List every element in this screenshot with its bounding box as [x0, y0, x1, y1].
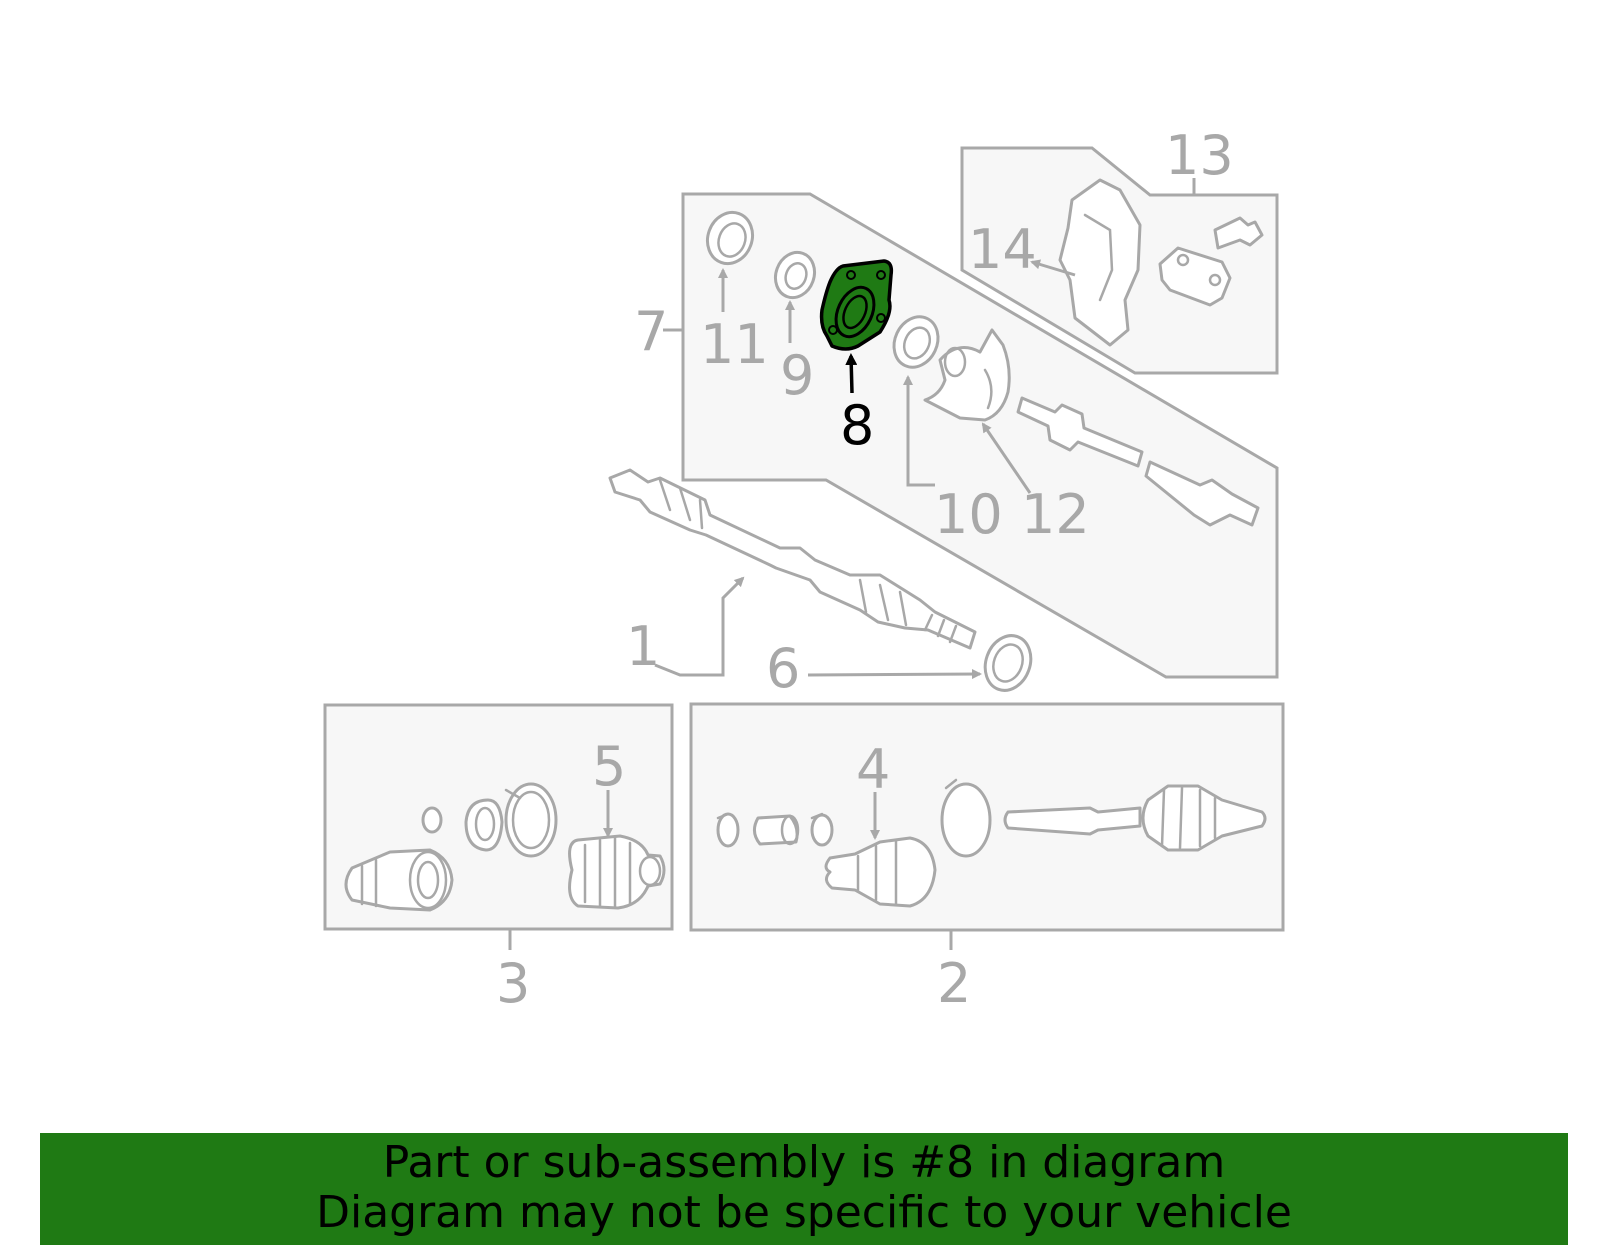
- label-4: 4: [856, 738, 890, 801]
- boot-part-4: [824, 836, 937, 908]
- inner-joint-housing: [344, 848, 454, 912]
- footer-banner: Part or sub-assembly is #8 in diagram Di…: [40, 1133, 1568, 1245]
- label-10: 10: [934, 483, 1003, 546]
- label-13: 13: [1165, 124, 1234, 187]
- axle-shaft-in-kit: [1016, 396, 1260, 527]
- bolt-part: [1213, 216, 1264, 250]
- footer-line-part-number: Part or sub-assembly is #8 in diagram: [382, 1137, 1226, 1188]
- label-7: 7: [634, 300, 668, 363]
- label-12: 12: [1021, 483, 1090, 546]
- small-clamp-left: [716, 812, 740, 848]
- axle-bar: [1003, 806, 1142, 836]
- o-ring-part-6: [983, 634, 1033, 692]
- seal-part-10: [892, 315, 940, 369]
- label-11: 11: [700, 313, 769, 376]
- bracket-part-14: [1058, 178, 1142, 347]
- snap-ring-small: [421, 806, 443, 834]
- damper-part: [753, 814, 800, 846]
- outer-boot-cone: [1141, 784, 1267, 852]
- label-3: 3: [496, 952, 530, 1015]
- leader-lines: [508, 178, 1196, 950]
- label-14: 14: [968, 218, 1037, 281]
- axle-shaft-part-1: [608, 468, 977, 650]
- boot-clamp-large: [504, 782, 558, 858]
- bearing-part-9: [773, 250, 817, 300]
- bearing-support-part-8: [819, 259, 894, 351]
- nut-plate-part: [1158, 246, 1232, 307]
- seal-ring-part-11: [705, 210, 755, 266]
- boot-part-5: [568, 834, 666, 910]
- label-9: 9: [780, 344, 814, 407]
- dust-shield-part-12: [923, 328, 1011, 422]
- label-6: 6: [766, 637, 800, 700]
- label-5: 5: [592, 735, 626, 798]
- label-8: 8: [840, 394, 874, 457]
- label-1: 1: [626, 615, 660, 678]
- footer-line-disclaimer: Diagram may not be specific to your vehi…: [316, 1187, 1292, 1238]
- callout-labels: 1 2 3 4 5 6 7 8 9 10 11 12 13 14: [496, 124, 1234, 1015]
- small-clamp-right: [810, 812, 834, 847]
- circlip: [464, 798, 504, 852]
- outer-ring-part: [940, 778, 992, 858]
- label-2: 2: [937, 952, 971, 1015]
